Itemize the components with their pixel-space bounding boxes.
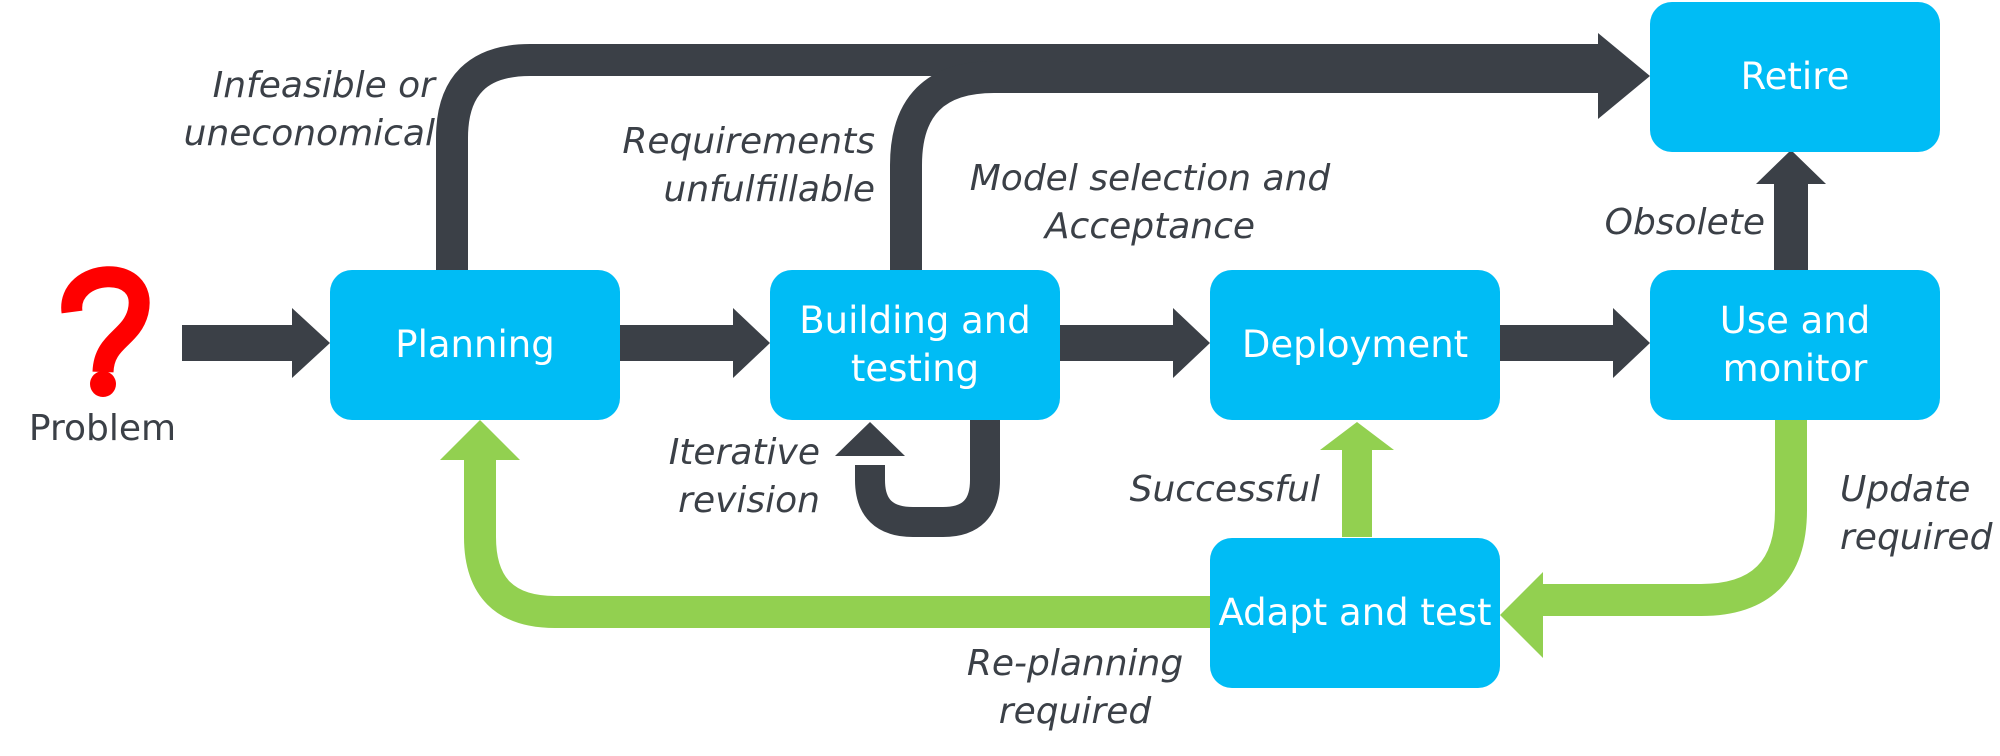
- arrow-deployment-use-head: [1613, 308, 1650, 378]
- node-retire[interactable]: Retire: [1650, 2, 1940, 152]
- dark-arrows: [182, 33, 1826, 537]
- label-infeasible: Infeasible or uneconomical: [183, 65, 435, 154]
- arrow-adapt-deployment-head: [1320, 422, 1394, 450]
- node-problem-label: Problem: [28, 408, 177, 449]
- label-requirements: Requirements unfulfillable: [622, 121, 875, 210]
- question-mark-icon: [61, 266, 150, 397]
- label-replanning: Re-planning required: [966, 643, 1184, 732]
- arrow-building-deployment-shaft: [1060, 325, 1175, 361]
- arrow-building-retire: [890, 61, 1600, 270]
- label-successful: Successful: [1129, 469, 1320, 510]
- arrow-planning-building-head: [733, 308, 770, 378]
- node-deployment[interactable]: Deployment: [1210, 270, 1500, 420]
- arrow-use-adapt-head: [1500, 572, 1543, 658]
- arrow-problem-planning-head: [292, 308, 330, 378]
- arrow-planning-retire: [436, 44, 1600, 270]
- label-iterative: Iterative revision: [668, 432, 820, 521]
- arrow-building-deployment-head: [1173, 308, 1210, 378]
- label-obsolete: Obsolete: [1604, 202, 1765, 243]
- label-update-required: Update required: [1840, 469, 1993, 558]
- arrow-adapt-planning: [464, 458, 1210, 628]
- arrow-adapt-planning-head: [440, 420, 520, 460]
- arrow-iterative-revision-head: [835, 422, 905, 456]
- node-planning[interactable]: Planning: [330, 270, 620, 420]
- arrow-problem-planning-shaft: [182, 325, 294, 361]
- node-use-monitor[interactable]: Use and monitor: [1650, 270, 1940, 420]
- arrow-use-adapt: [1538, 420, 1807, 616]
- node-adapt-test[interactable]: Adapt and test: [1210, 538, 1500, 688]
- arrow-planning-retire-head: [1598, 33, 1650, 119]
- node-building-testing[interactable]: Building and testing: [770, 270, 1060, 420]
- arrow-use-retire-shaft: [1774, 182, 1808, 270]
- arrow-planning-building-shaft: [620, 325, 735, 361]
- arrow-deployment-use-shaft: [1500, 325, 1615, 361]
- green-arrows: [440, 420, 1807, 658]
- arrow-adapt-deployment-shaft: [1342, 445, 1372, 537]
- arrow-iterative-revision: [855, 420, 1000, 537]
- arrow-use-retire-head: [1756, 150, 1826, 184]
- label-model-selection: Model selection and Acceptance: [969, 158, 1331, 247]
